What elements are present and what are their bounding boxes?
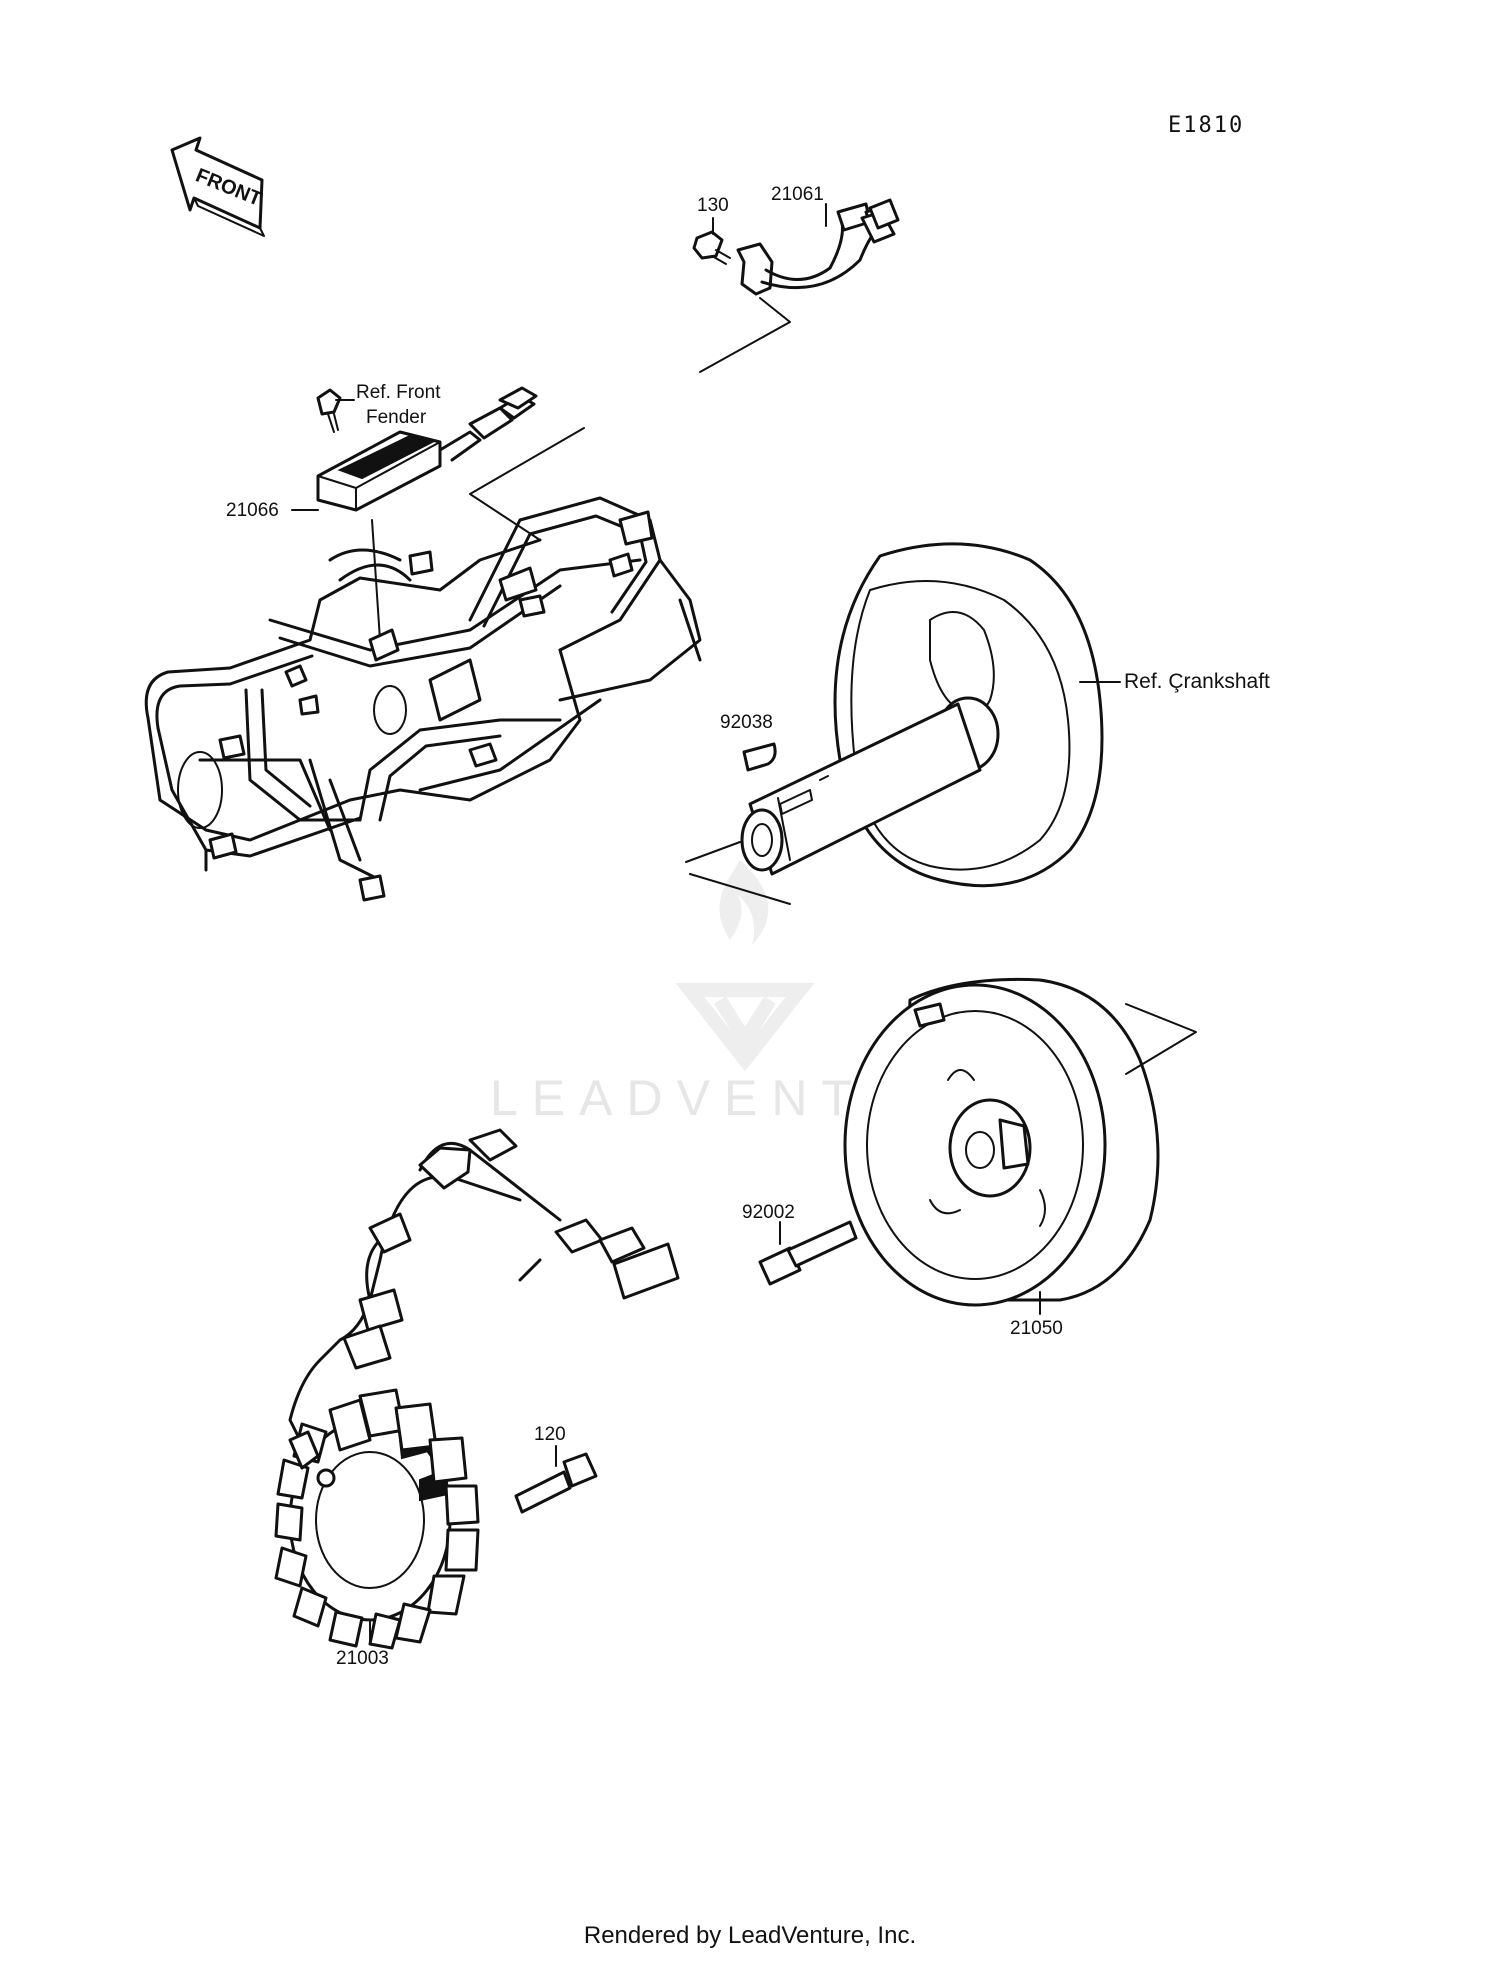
front-arrow-icon: FRONT <box>170 136 265 237</box>
frame <box>144 496 702 902</box>
flywheel-21050 <box>843 977 1160 1307</box>
bolt-92002 <box>758 1220 858 1286</box>
part-label-ref-front-fender-line2: Fender <box>366 407 427 428</box>
stator-21003 <box>274 1128 680 1650</box>
part-label-92038: 92038 <box>720 712 773 733</box>
bolt-120 <box>514 1452 598 1514</box>
part-label-ref-front-fender-line1: Ref. Front <box>356 382 441 403</box>
footer-credit: Rendered by LeadVenture, Inc. <box>583 1922 917 1949</box>
part-label-130: 130 <box>697 195 729 216</box>
part-label-92002: 92002 <box>742 1202 795 1223</box>
crankshaft <box>740 542 1104 888</box>
part-label-21066: 21066 <box>226 500 279 521</box>
key-92038 <box>742 742 777 772</box>
part-label-120: 120 <box>534 1424 566 1445</box>
diagram-code: E1810 <box>1168 113 1244 138</box>
part-label-21050: 21050 <box>1010 1318 1063 1339</box>
part-label-ref-crankshaft: Ref. Çrankshaft <box>1124 670 1270 693</box>
part-label-21061: 21061 <box>771 184 824 205</box>
regulator-21066 <box>316 386 538 512</box>
part-label-21003: 21003 <box>336 1648 389 1669</box>
